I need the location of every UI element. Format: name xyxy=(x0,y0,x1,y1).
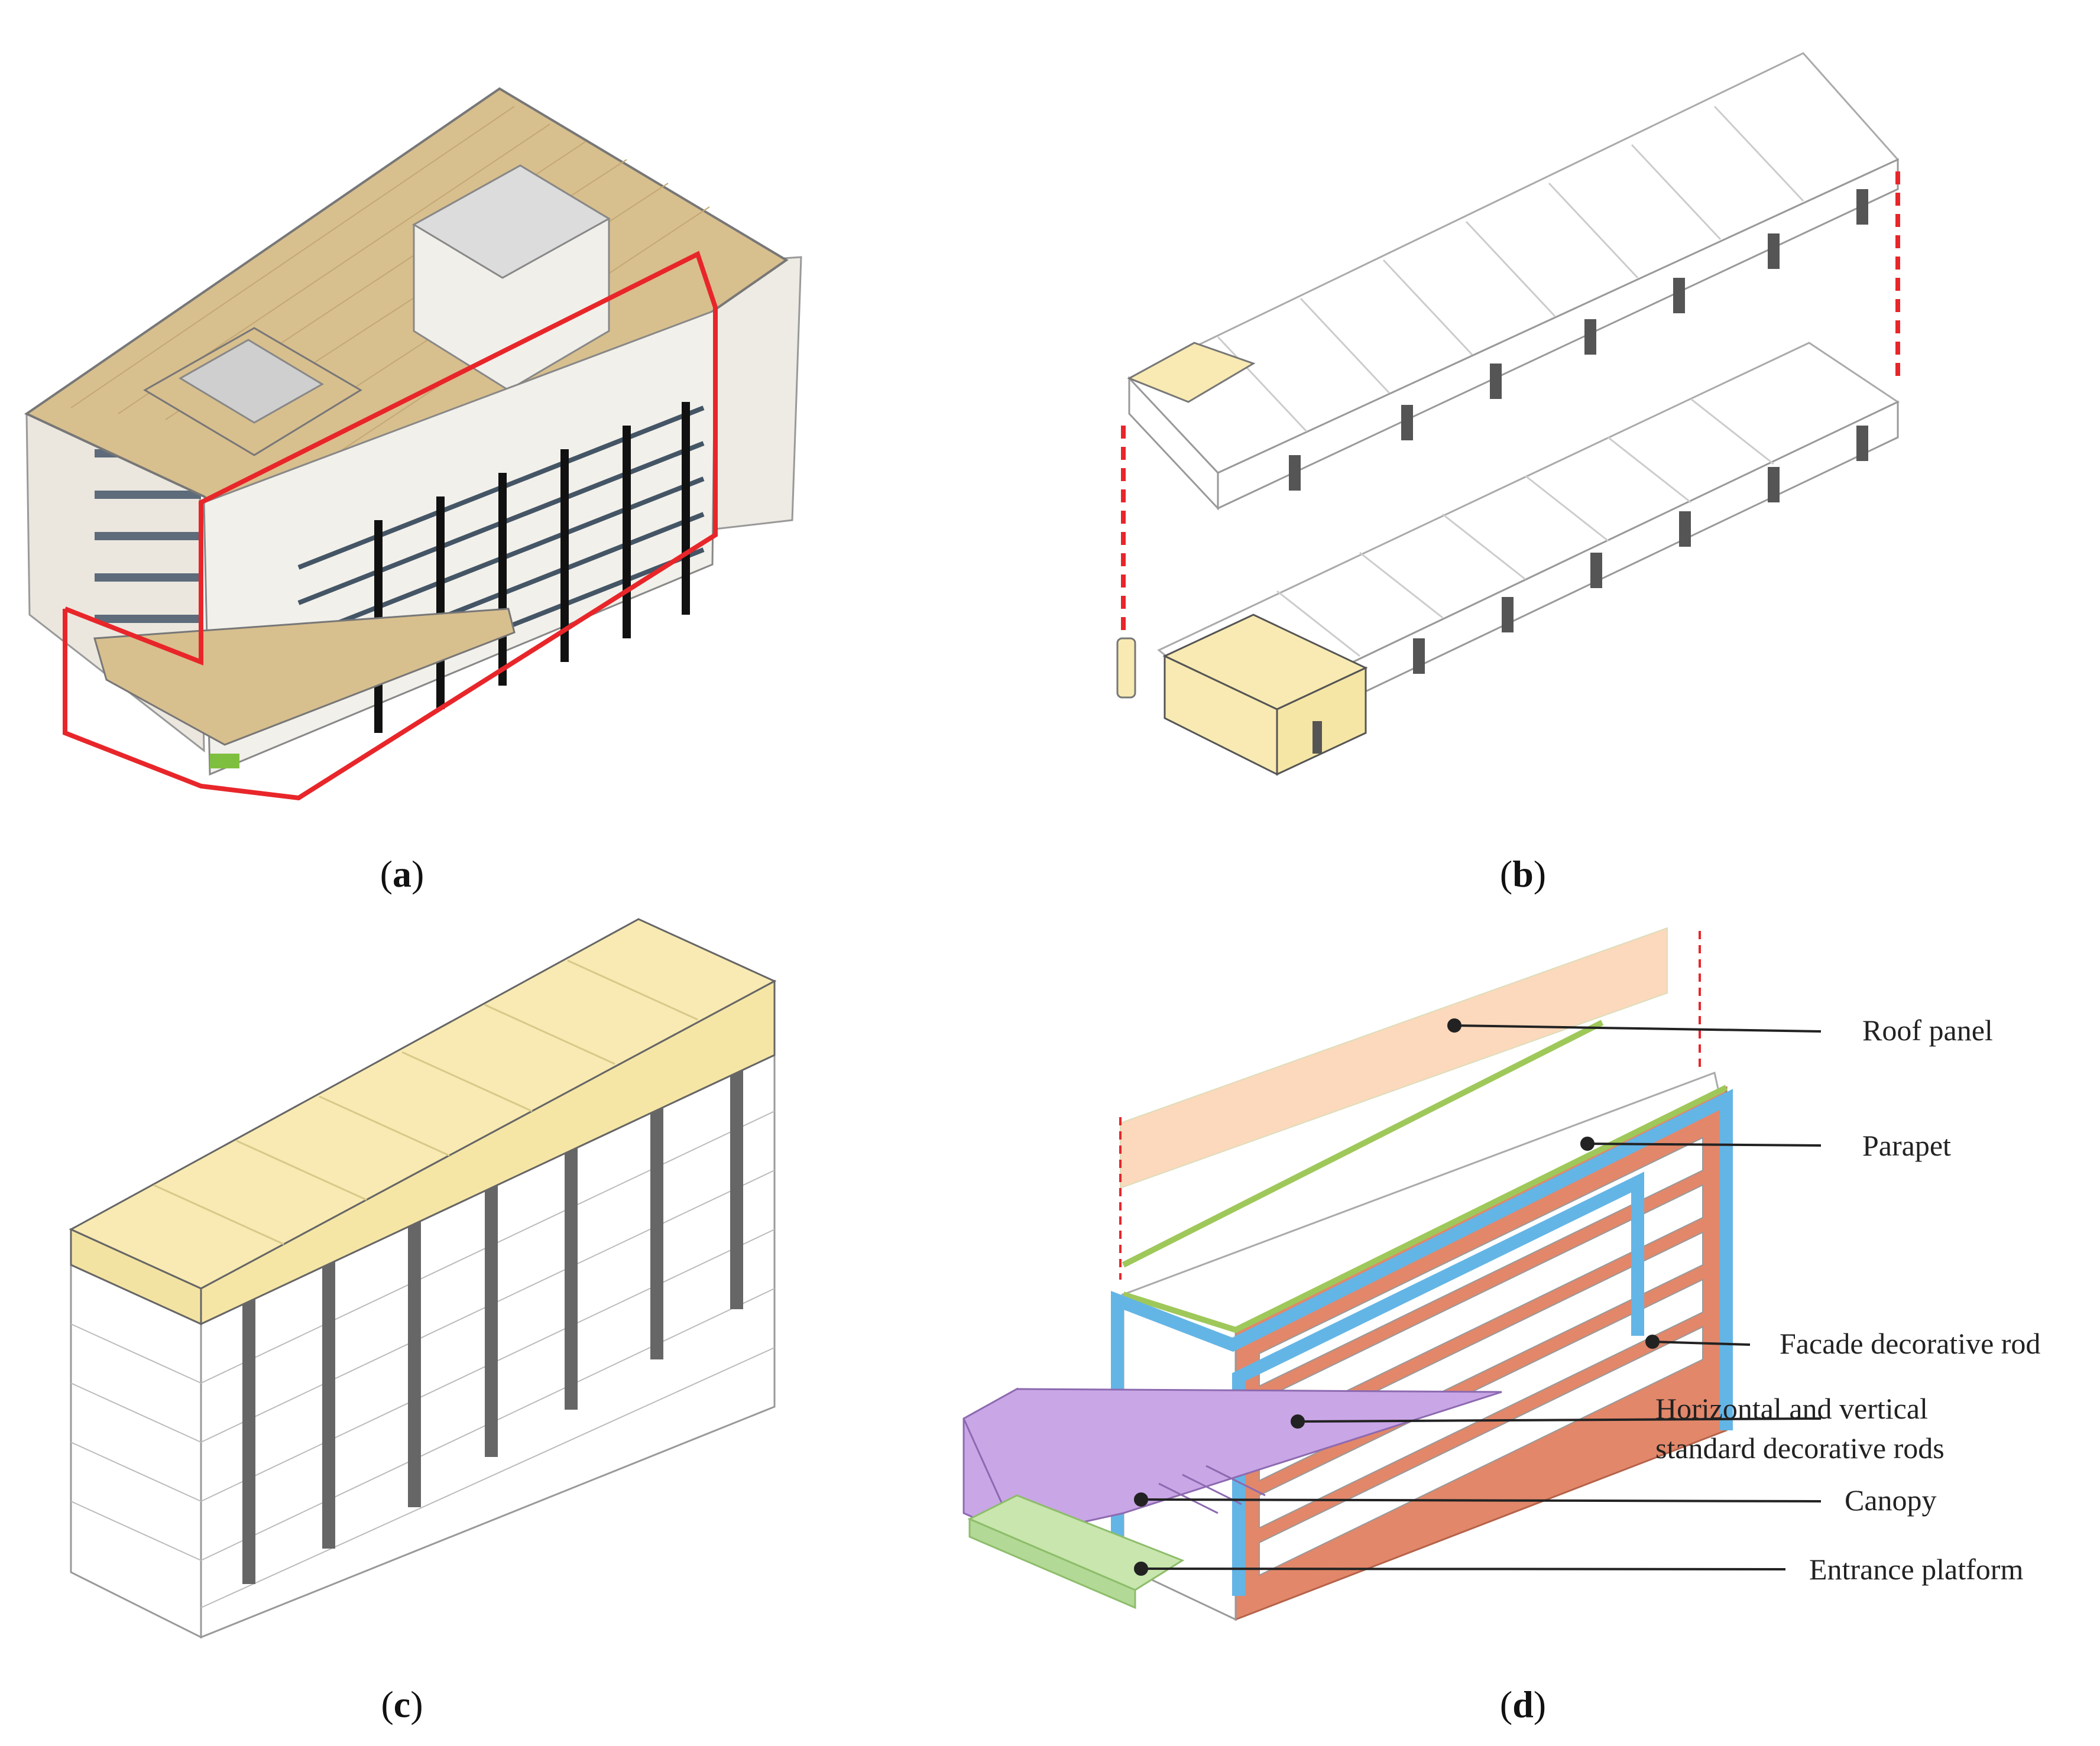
label-hv-rods-line1: Horizontal and vertical xyxy=(1655,1392,1928,1425)
panel-c-stacked-modules xyxy=(69,918,777,1639)
label-parapet: Parapet xyxy=(1862,1129,1951,1162)
panel-a-building xyxy=(24,87,802,801)
caption-a: (a) xyxy=(380,853,424,895)
label-facade-rod: Facade decorative rod xyxy=(1780,1327,2040,1360)
panel-d-component-breakdown: Roof panel Parapet Facade decorative rod… xyxy=(962,927,2040,1621)
facade-rod-shape xyxy=(1111,1089,1733,1549)
caption-c: (c) xyxy=(381,1683,423,1725)
caption-b: (b) xyxy=(1500,853,1546,895)
parapet-shape xyxy=(1122,1085,1728,1333)
caption-d: (d) xyxy=(1500,1683,1546,1725)
label-canopy: Canopy xyxy=(1845,1484,1937,1517)
label-hv-rods-line2: standard decorative rods xyxy=(1655,1432,1945,1465)
label-entrance-platform: Entrance platform xyxy=(1809,1553,2023,1586)
panel-b-exploded-modules xyxy=(1116,52,1900,776)
label-roof-panel: Roof panel xyxy=(1862,1014,1993,1047)
upper-floor-module xyxy=(1127,52,1900,511)
lower-floor-module xyxy=(1116,342,1900,776)
